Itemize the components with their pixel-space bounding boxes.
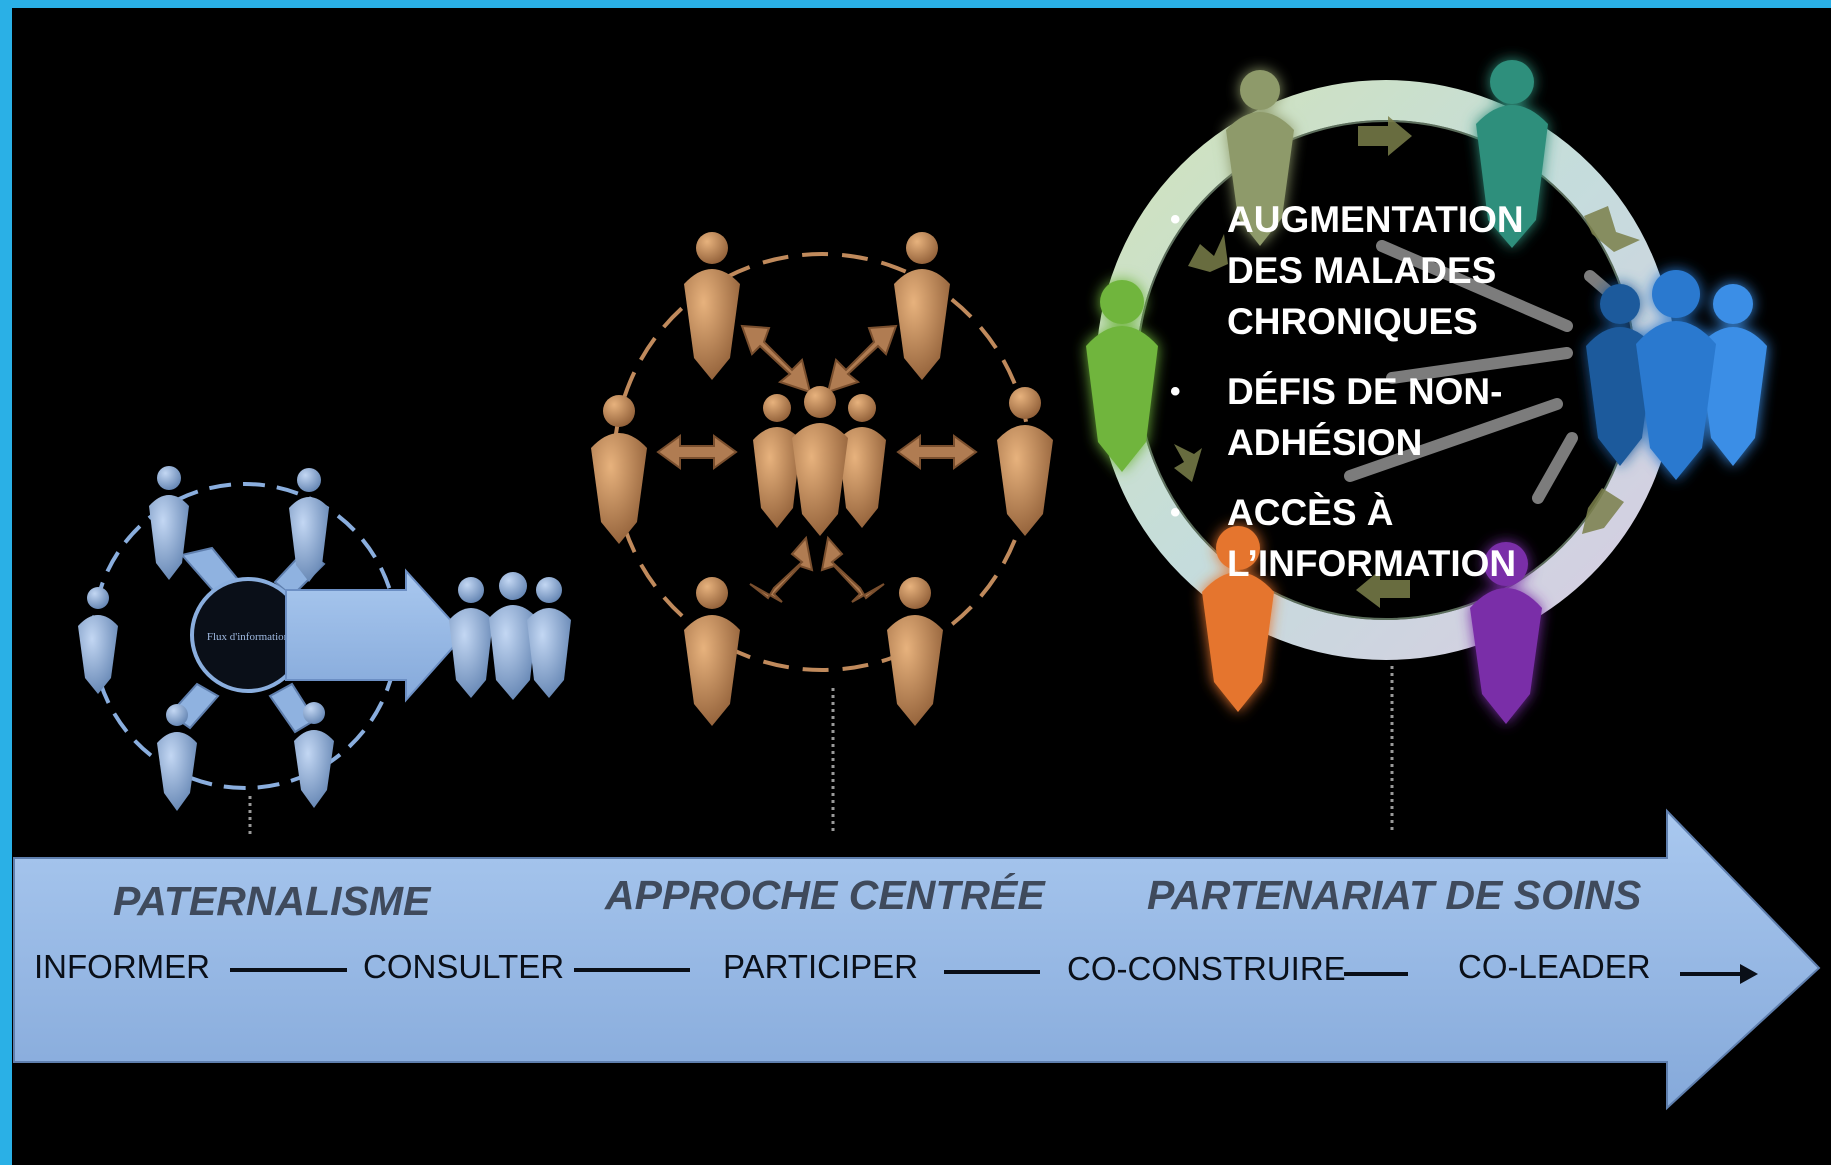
patient-icon	[792, 386, 848, 536]
challenge-item: ACCÈS À L’INFORMATION	[1170, 487, 1550, 589]
patient-icon	[1699, 284, 1767, 466]
step-informer: INFORMER	[34, 948, 210, 985]
step-participer: PARTICIPER	[723, 948, 918, 985]
specialist-icon	[894, 232, 950, 380]
patient-icon	[527, 577, 571, 698]
stage-leaders	[248, 666, 1394, 838]
patient-group-partnership	[1586, 270, 1767, 480]
nurse-icon	[684, 577, 740, 726]
patient-icon	[489, 572, 537, 700]
centered-diagram	[591, 232, 1053, 726]
step-co-construire: CO-CONSTRUIRE	[1067, 950, 1346, 987]
step-consulter: CONSULTER	[363, 948, 565, 985]
caregiver-icon	[997, 387, 1053, 536]
patient-icon	[838, 394, 886, 528]
patient-group-paternalism	[449, 572, 571, 700]
paternalism-actors	[78, 466, 334, 811]
stage-title-approche-centree: APPROCHE CENTRÉE	[605, 872, 1045, 918]
centered-actors	[591, 232, 1053, 726]
step-connectors	[230, 964, 1758, 984]
doctor-icon	[149, 466, 189, 580]
patient-icon	[753, 394, 801, 528]
doctor-icon	[684, 232, 740, 380]
information-flow-arrow	[285, 568, 466, 703]
stage-title-paternalisme: PATERNALISME	[113, 878, 431, 924]
nurse-icon	[157, 704, 197, 811]
centered-arrows	[656, 324, 978, 603]
challenge-item: AUGMENTATION DES MALADES CHRONIQUES	[1170, 194, 1550, 347]
step-co-leader: CO-LEADER	[1458, 948, 1651, 985]
family-icon	[591, 395, 647, 544]
family-icon	[78, 587, 118, 694]
timeline-arrow	[13, 808, 1821, 1111]
pharmacist-icon	[294, 702, 334, 808]
diagram-canvas: Flux d'information	[12, 8, 1831, 1165]
patient-group-centered	[753, 386, 886, 536]
pharmacist-icon	[887, 577, 943, 726]
specialist-icon	[289, 468, 329, 582]
information-hub-label: Flux d'information	[207, 631, 290, 643]
challenge-item: DÉFIS DE NON-ADHÉSION	[1170, 366, 1550, 468]
stage-title-partenariat: PARTENARIAT DE SOINS	[1147, 872, 1642, 918]
patient-icon	[1636, 270, 1716, 480]
family-icon	[1086, 280, 1158, 472]
paternalism-diagram: Flux d'information	[78, 466, 571, 811]
challenges-list: AUGMENTATION DES MALADES CHRONIQUES DÉFI…	[1170, 194, 1550, 608]
patient-icon	[449, 577, 493, 698]
diagram-graphics: Flux d'information	[13, 60, 1821, 1111]
patient-icon	[1586, 284, 1654, 466]
